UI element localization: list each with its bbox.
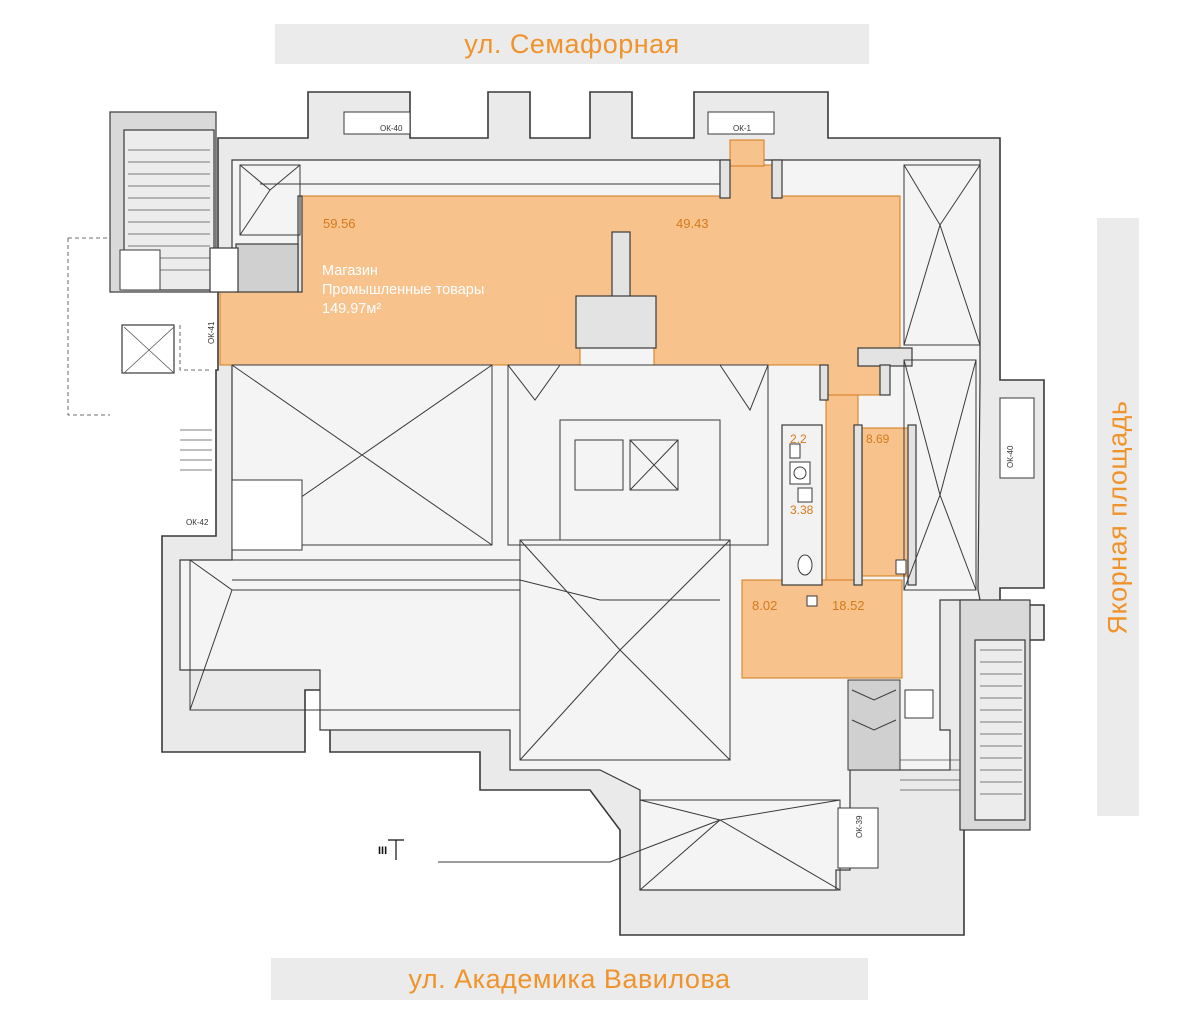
window-label: ОК-42 [186,518,209,527]
room-area-label: 3.38 [790,503,814,517]
street-bottom-banner: ул. Академика Вавилова [271,958,868,1000]
corridor-vert [825,394,859,581]
window-label: ОК-1 [733,124,751,133]
street-top-banner: ул. Семафорная [275,24,869,64]
shop-name: Магазин [322,263,378,279]
street-top-label: ул. Семафорная [464,28,680,59]
room-area-label: 8.02 [752,598,778,613]
room-area-label: 2.2 [790,432,807,446]
street-bottom-label: ул. Академика Вавилова [408,963,731,994]
room-area-label: 59.56 [323,216,356,231]
window-label: ОК-40 [380,124,403,133]
room-8-69 [857,427,911,577]
window-label: ОК-41 [207,321,216,344]
stair-right-inner [974,639,1026,821]
street-right-banner: Якорная площадь [1097,218,1139,816]
room-18-52 [741,579,903,679]
shop-label: Магазин Промышленные товары 149.97м² [322,262,484,319]
axis-mark: III [378,845,388,857]
room-area-label: 8.69 [866,432,890,446]
window-label: ОК-40 [1006,445,1015,468]
shop-area: 149.97м² [322,301,382,317]
window-label: ОК-39 [855,815,864,838]
shop-type: Промышленные товары [322,282,485,298]
room-area-label: 18.52 [832,598,865,613]
room-ok1-niche [729,139,765,167]
room-area-label: 49.43 [676,216,709,231]
